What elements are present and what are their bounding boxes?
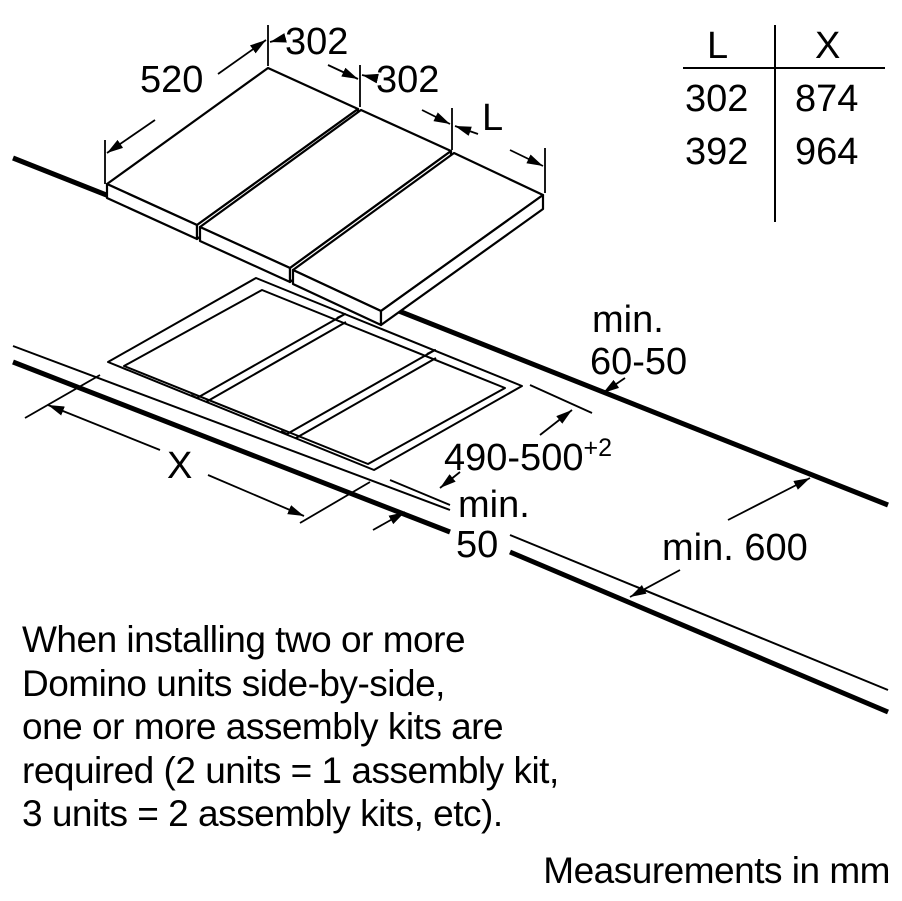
table-cell: 302 bbox=[685, 78, 748, 120]
cutout-dimension-lines bbox=[24, 374, 811, 598]
table-cell: 874 bbox=[795, 78, 858, 120]
note-line: Domino units side-by-side, bbox=[22, 662, 445, 704]
cutout-depth-label: 490-500+2 bbox=[444, 434, 612, 479]
table-header-x: X bbox=[815, 25, 840, 67]
table-cell: 964 bbox=[795, 131, 858, 173]
unit1-width-label: 302 bbox=[285, 21, 348, 63]
back-clearance-line2: 60-50 bbox=[590, 341, 687, 383]
table-cell: 392 bbox=[685, 131, 748, 173]
front-clearance-line2: 50 bbox=[456, 524, 498, 566]
assembly-kit-note: When installing two or more Domino units… bbox=[22, 618, 559, 836]
note-line: 3 units = 2 assembly kits, etc). bbox=[22, 793, 503, 834]
unit2-width-label: 302 bbox=[376, 59, 439, 101]
worktop-cutout bbox=[107, 277, 523, 471]
measurement-units-note: Measurements in mm bbox=[543, 850, 890, 891]
size-table: L X 302 874 392 964 bbox=[683, 25, 885, 222]
depth-label-520: 520 bbox=[140, 59, 203, 101]
note-line: one or more assembly kits are bbox=[22, 706, 504, 747]
worktop-depth-label: min. 600 bbox=[662, 527, 808, 569]
note-line: When installing two or more bbox=[22, 619, 466, 660]
worktop-front-edge bbox=[12, 345, 889, 715]
cutout-width-label: X bbox=[167, 445, 192, 487]
domino-cooktops bbox=[105, 66, 545, 327]
back-clearance-line1: min. bbox=[592, 299, 664, 341]
cooktop-unit-3 bbox=[291, 151, 545, 327]
depth-tolerance: +2 bbox=[583, 434, 612, 462]
unit3-width-label: L bbox=[482, 97, 503, 139]
table-header-l: L bbox=[707, 25, 728, 67]
note-line: required (2 units = 1 assembly kit, bbox=[22, 749, 559, 791]
top-dimension-lines bbox=[104, 25, 546, 193]
front-clearance-line1: min. bbox=[458, 484, 530, 526]
